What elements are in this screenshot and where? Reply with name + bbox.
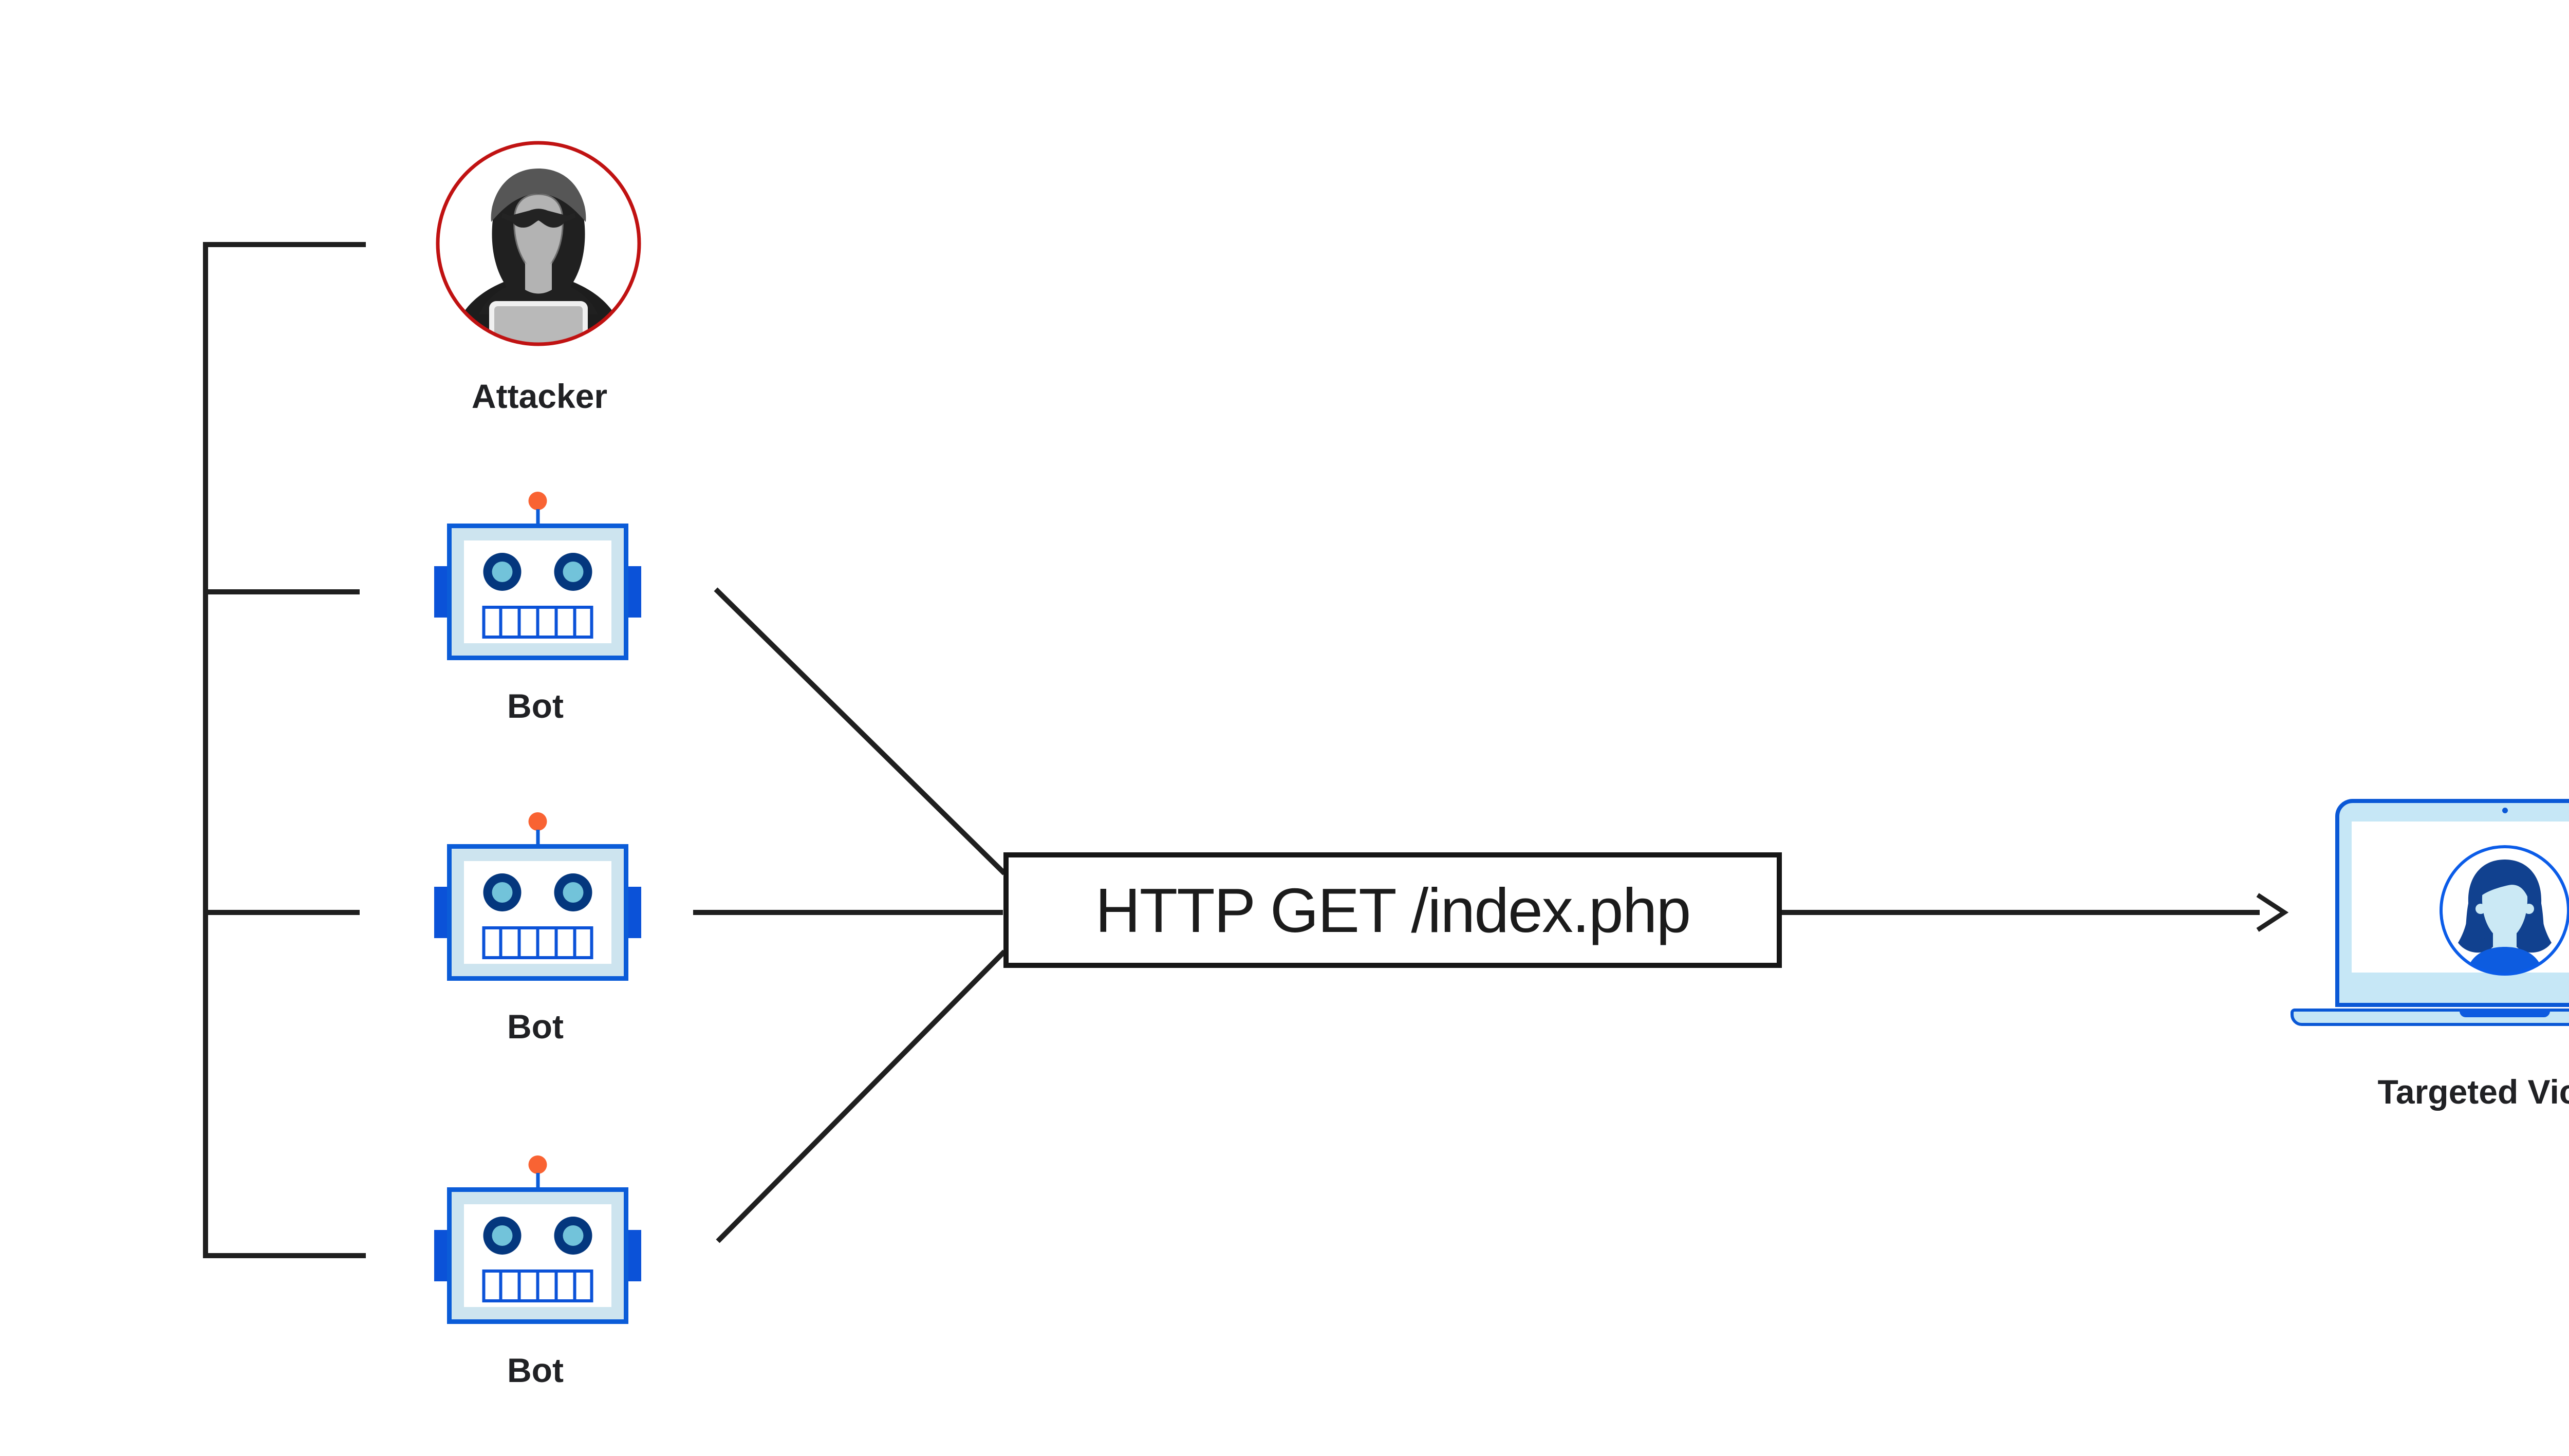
bot-3-label: Bot bbox=[507, 1351, 564, 1389]
robot-icon bbox=[434, 492, 641, 660]
victim-label: Targeted Victim bbox=[2377, 1073, 2569, 1111]
bot-2-label: Bot bbox=[507, 1007, 564, 1046]
bot-1-label: Bot bbox=[507, 687, 564, 725]
laptop-user-icon bbox=[2291, 799, 2569, 1030]
edge-bot3-to-box bbox=[716, 949, 1007, 1243]
edge-bot1-to-box bbox=[714, 587, 1007, 875]
laptop-camera-icon bbox=[2502, 808, 2508, 813]
robot-icon bbox=[434, 812, 641, 981]
http-request-label: HTTP GET /index.php bbox=[1095, 875, 1691, 945]
hooded-attacker-icon bbox=[436, 141, 641, 346]
laptop-hinge-notch bbox=[2460, 1009, 2550, 1017]
attacker-label: Attacker bbox=[471, 377, 608, 415]
http-request-box: HTTP GET /index.php bbox=[1003, 852, 1782, 968]
arrowhead-icon bbox=[2256, 893, 2289, 932]
victim-avatar-icon bbox=[2440, 845, 2569, 976]
robot-icon bbox=[434, 1155, 641, 1324]
